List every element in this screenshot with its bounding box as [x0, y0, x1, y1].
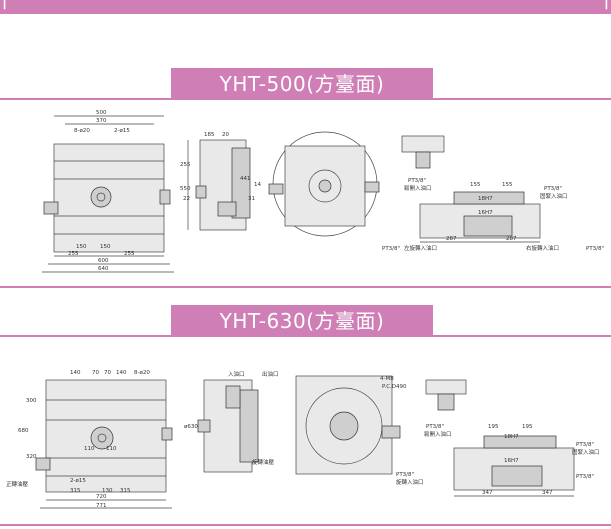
svg-text:720: 720 [96, 494, 107, 500]
svg-text:70: 70 [92, 370, 99, 376]
svg-text:PT3/8": PT3/8" [382, 246, 400, 252]
svg-text:16H7: 16H7 [478, 210, 493, 216]
svg-text:771: 771 [96, 503, 107, 509]
svg-text:18H7: 18H7 [504, 434, 519, 440]
svg-text:PT3/8": PT3/8" [586, 246, 604, 252]
svg-text:195: 195 [522, 424, 533, 430]
yht630-fixture-view: 195 195 18H7 16H7 347 347 PT3/8" 鬆開入油口 P… [396, 374, 608, 514]
svg-text:PT3/8": PT3/8" [576, 442, 594, 448]
yht630-top-view: 140 70 70 140 8-ø20 300 680 320 110 110 … [6, 362, 176, 512]
svg-text:500: 500 [96, 110, 107, 116]
svg-text:ø630: ø630 [184, 424, 198, 430]
svg-text:640: 640 [98, 266, 109, 272]
top-banner-left-glyph: | [2, 0, 8, 10]
yht500-face-view [265, 118, 383, 242]
yht630-face-view: 4-M8 P.C.D490 [288, 370, 416, 480]
svg-text:287: 287 [446, 236, 457, 242]
svg-text:20: 20 [222, 132, 229, 138]
section-1-title: YHT-500(方臺面) [171, 68, 433, 100]
svg-text:287: 287 [506, 236, 517, 242]
yht500-side-view: 255 550 441 22 31 14 185 20 [178, 126, 262, 238]
svg-text:PT3/8": PT3/8" [544, 186, 562, 192]
svg-text:16H7: 16H7 [504, 458, 519, 464]
svg-text:固緊入油口: 固緊入油口 [540, 192, 568, 200]
svg-text:右旋轉入油口: 右旋轉入油口 [526, 244, 559, 252]
top-banner-right-glyph: | [603, 0, 609, 10]
svg-text:255: 255 [180, 162, 191, 168]
svg-text:PT3/8": PT3/8" [426, 424, 444, 430]
svg-text:140: 140 [70, 370, 81, 376]
svg-text:31: 31 [248, 196, 255, 202]
svg-text:8-ø20: 8-ø20 [74, 128, 90, 134]
svg-text:22: 22 [183, 196, 190, 202]
svg-text:347: 347 [542, 490, 553, 496]
section-2-title: YHT-630(方臺面) [171, 305, 433, 337]
section-1-bottom-rule [0, 286, 611, 288]
svg-text:PT3/8": PT3/8" [396, 472, 414, 478]
svg-text:4-M8: 4-M8 [380, 376, 394, 382]
svg-text:8-ø20: 8-ø20 [134, 370, 150, 376]
svg-text:185: 185 [204, 132, 215, 138]
top-banner: | | [0, 0, 611, 14]
svg-text:370: 370 [96, 118, 107, 124]
center-bore [90, 186, 112, 208]
svg-text:150: 150 [76, 244, 87, 250]
svg-text:680: 680 [18, 428, 29, 434]
svg-text:110: 110 [84, 446, 95, 452]
svg-text:PT3/8": PT3/8" [576, 474, 594, 480]
svg-text:315: 315 [70, 488, 81, 494]
svg-text:550: 550 [180, 186, 191, 192]
svg-text:441: 441 [240, 176, 251, 182]
svg-text:2-ø15: 2-ø15 [70, 478, 86, 484]
svg-text:2-ø15: 2-ø15 [114, 128, 130, 134]
svg-text:固緊入油口: 固緊入油口 [572, 448, 600, 456]
svg-text:320: 320 [26, 454, 37, 460]
svg-text:PT3/8": PT3/8" [408, 178, 426, 184]
svg-text:155: 155 [470, 182, 481, 188]
svg-text:600: 600 [98, 258, 109, 264]
svg-text:130: 130 [102, 488, 113, 494]
svg-text:110: 110 [106, 446, 117, 452]
svg-text:70: 70 [104, 370, 111, 376]
svg-text:正轉油壓: 正轉油壓 [6, 480, 29, 488]
yht500-fixture-view: 155 155 18H7 16H7 287 287 PT3/8" 左旋轉入油口 … [380, 118, 606, 254]
svg-text:255: 255 [124, 251, 135, 257]
svg-text:P.C.D490: P.C.D490 [382, 384, 407, 390]
svg-text:315: 315 [120, 488, 131, 494]
svg-text:旋轉油壓: 旋轉油壓 [252, 458, 275, 466]
svg-text:入油口: 入油口 [228, 370, 245, 378]
yht500-top-view: 500 370 8-ø20 2-ø15 150 150 255 255 600 … [38, 104, 178, 279]
svg-text:195: 195 [488, 424, 499, 430]
svg-text:255: 255 [68, 251, 79, 257]
svg-text:347: 347 [482, 490, 493, 496]
svg-text:140: 140 [116, 370, 127, 376]
yht630-side-view: ø630 入油口 出油口 旋轉油壓 [182, 366, 282, 476]
svg-text:左旋轉入油口: 左旋轉入油口 [404, 244, 437, 252]
svg-text:14: 14 [254, 182, 261, 188]
svg-text:155: 155 [502, 182, 513, 188]
svg-text:旋轉入油口: 旋轉入油口 [396, 478, 424, 486]
svg-text:300: 300 [26, 398, 37, 404]
svg-text:出油口: 出油口 [262, 370, 279, 378]
section-2-bottom-rule [0, 524, 611, 526]
svg-text:鬆開入油口: 鬆開入油口 [404, 184, 432, 192]
svg-text:150: 150 [100, 244, 111, 250]
svg-text:18H7: 18H7 [478, 196, 493, 202]
svg-text:鬆開入油口: 鬆開入油口 [424, 430, 452, 438]
